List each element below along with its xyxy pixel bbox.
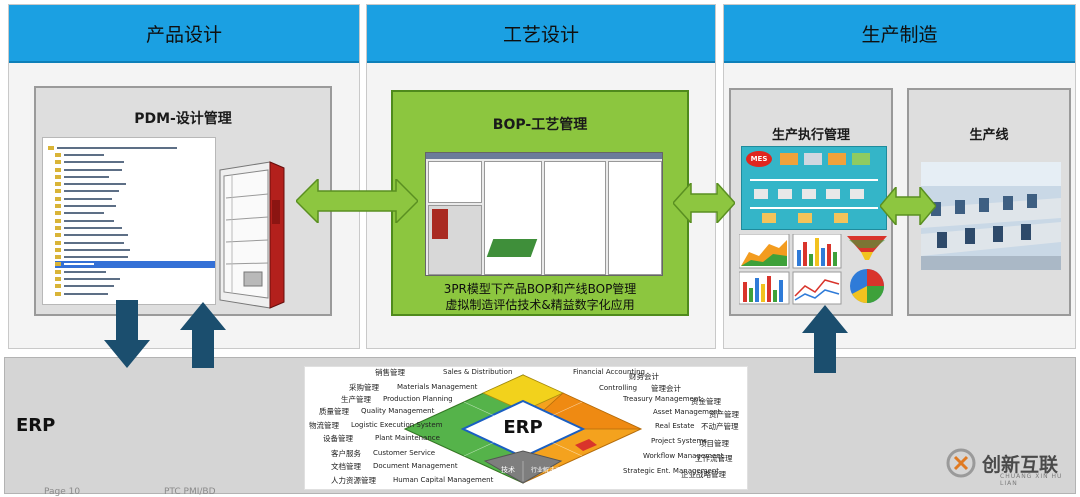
erp-item-strategic-en: Strategic Ent. Management xyxy=(623,467,720,475)
erp-item-hcm-en: Human Capital Management xyxy=(393,476,494,484)
erp-item-realestate-cn: 不动产管理 xyxy=(701,422,739,431)
erp-item-project-en: Project Systems xyxy=(651,437,707,445)
arrow-down-pdm-to-erp xyxy=(104,300,150,368)
production-line-title: 生产线 xyxy=(969,128,1009,143)
erp-item-production-en: Production Planning xyxy=(383,395,453,403)
erp-bottom-right-label: 行业解决方案 xyxy=(531,467,568,474)
watermark-logo: 创新互联 xyxy=(946,448,1058,478)
erp-item-logistic-en: Logistic Execution System xyxy=(351,421,443,429)
erp-item-controlling-en: Controlling xyxy=(599,384,638,392)
bop-description-line-1: 3PR模型下产品BOP和产线BOP管理 xyxy=(443,282,637,296)
erp-item-quality-en: Quality Management xyxy=(361,407,435,415)
pdm-structure-tree xyxy=(42,137,216,305)
erp-item-logistic-cn: 物流管理 xyxy=(309,421,339,430)
erp-label: ERP xyxy=(16,415,56,436)
erp-item-customer-en: Customer Service xyxy=(373,449,436,457)
column-header-product-design: 产品设计 xyxy=(9,5,359,63)
column-header-process-design: 工艺设计 xyxy=(367,5,715,63)
erp-item-workflow-cn: 工作流管理 xyxy=(695,454,733,463)
erp-module-diagram: ERP 技术 行业解决方案 销售管理 Sales & Distribution … xyxy=(304,366,748,490)
mes-process-flow-graphic: MES xyxy=(741,146,887,230)
erp-item-quality-cn: 质量管理 xyxy=(319,407,349,416)
bop-description-line-2: 虚拟制造评估技术&精益数字化应用 xyxy=(445,298,635,312)
bop-software-screenshot xyxy=(425,152,663,276)
erp-item-asset-en: Asset Management xyxy=(653,408,721,416)
erp-item-materials-en: Materials Management xyxy=(397,383,478,391)
production-line-photo xyxy=(921,162,1061,270)
mes-analytics-charts xyxy=(739,234,887,305)
erp-item-workflow-en: Workflow Management xyxy=(643,452,724,460)
erp-item-treasury-cn: 资金管理 xyxy=(691,397,721,406)
erp-item-treasury-en: Treasury Management xyxy=(623,395,702,403)
erp-item-plant-cn: 设备管理 xyxy=(323,434,353,443)
arrow-up-erp-to-pdm xyxy=(180,302,226,368)
double-arrow-bop-mes xyxy=(673,183,735,223)
footer-page-number: Page 10 xyxy=(44,487,81,497)
erp-center-label: ERP xyxy=(503,417,543,438)
erp-item-asset-cn: 资产管理 xyxy=(709,410,739,419)
erp-item-hcm-cn: 人力资源管理 xyxy=(331,476,376,485)
erp-bottom-left-label: 技术 xyxy=(501,466,515,474)
erp-item-financial-en: Financial Accounting xyxy=(573,368,645,376)
mes-badge: MES xyxy=(746,151,772,167)
production-line-panel: 生产线 xyxy=(907,88,1071,316)
erp-item-financial-cn: 财务会计 xyxy=(629,372,659,381)
erp-item-production-cn: 生产管理 xyxy=(341,395,371,404)
logo-mark-icon xyxy=(946,448,976,478)
erp-item-strategic-cn: 企业战略管理 xyxy=(681,470,726,479)
erp-item-project-cn: 项目管理 xyxy=(699,439,729,448)
erp-item-controlling-cn: 管理会计 xyxy=(651,384,681,393)
double-arrow-pdm-bop xyxy=(296,179,418,223)
erp-item-sales-cn: 销售管理 xyxy=(375,368,405,377)
logo-text-cn: 创新互联 xyxy=(982,453,1059,476)
pdm-title: PDM-设计管理 xyxy=(134,111,232,127)
logo-text-en: CHUANG XIN HU LIAN xyxy=(1000,473,1063,487)
erp-item-realestate-en: Real Estate xyxy=(655,422,695,430)
pdm-panel: PDM-设计管理 xyxy=(34,86,332,316)
erp-diamond-graphic xyxy=(403,374,643,484)
double-arrow-mes-line xyxy=(880,187,936,225)
arrow-up-erp-to-mes xyxy=(802,305,848,373)
bop-panel: BOP-工艺管理 3PR模型下产品BOP和产线BOP管理 虚拟制造评估技术&精益… xyxy=(391,90,689,316)
mes-panel: 生产执行管理 MES xyxy=(729,88,893,316)
erp-item-customer-cn: 客户服务 xyxy=(331,449,361,458)
cabinet-3d-model xyxy=(219,161,285,309)
column-header-manufacturing: 生产制造 xyxy=(724,5,1075,63)
erp-item-document-en: Document Management xyxy=(373,462,458,470)
erp-item-document-cn: 文档管理 xyxy=(331,462,361,471)
erp-item-plant-en: Plant Maintenance xyxy=(375,434,440,442)
footer-brand: PTC PMI/BD xyxy=(164,487,216,497)
mes-title: 生产执行管理 xyxy=(771,128,850,143)
bop-title: BOP-工艺管理 xyxy=(492,117,588,133)
erp-item-materials-cn: 采购管理 xyxy=(349,383,379,392)
erp-item-sales-en: Sales & Distribution xyxy=(443,368,513,376)
